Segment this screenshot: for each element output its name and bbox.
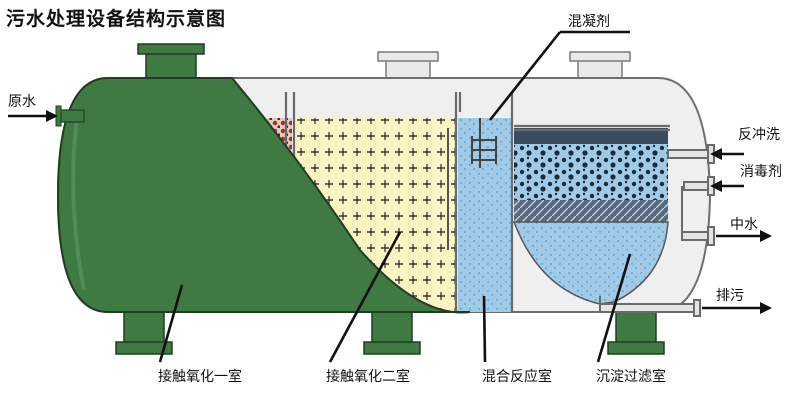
filter-gravel-layer (514, 200, 668, 222)
filter-dark-layer (514, 128, 668, 144)
filter-media-layer (514, 144, 668, 200)
inlet-pipe (55, 105, 85, 127)
chamber2-label: 接触氧化二室 (326, 368, 410, 385)
coagulant-pipe (471, 118, 497, 168)
leader-lines (158, 30, 632, 363)
backwash-label: 反冲洗 (738, 127, 780, 143)
chamber1-label: 接触氧化一室 (158, 368, 242, 385)
top-nozzles (137, 43, 631, 83)
mixing-chamber-water (458, 118, 512, 312)
inlet-label: 原水 (8, 94, 36, 110)
coagulant-label: 混凝剂 (568, 14, 610, 30)
reclaimed-water-label: 中水 (730, 217, 758, 233)
disinfectant-label: 消毒剂 (740, 164, 782, 180)
settling-chamber-label: 沉淀过滤室 (596, 368, 666, 385)
green-shell-overlay (56, 77, 471, 314)
mixing-chamber-label: 混合反应室 (482, 368, 552, 385)
flow-arrows (8, 110, 772, 314)
drain-label: 排污 (716, 288, 744, 304)
diagram-title: 污水处理设备结构示意图 (6, 8, 227, 30)
